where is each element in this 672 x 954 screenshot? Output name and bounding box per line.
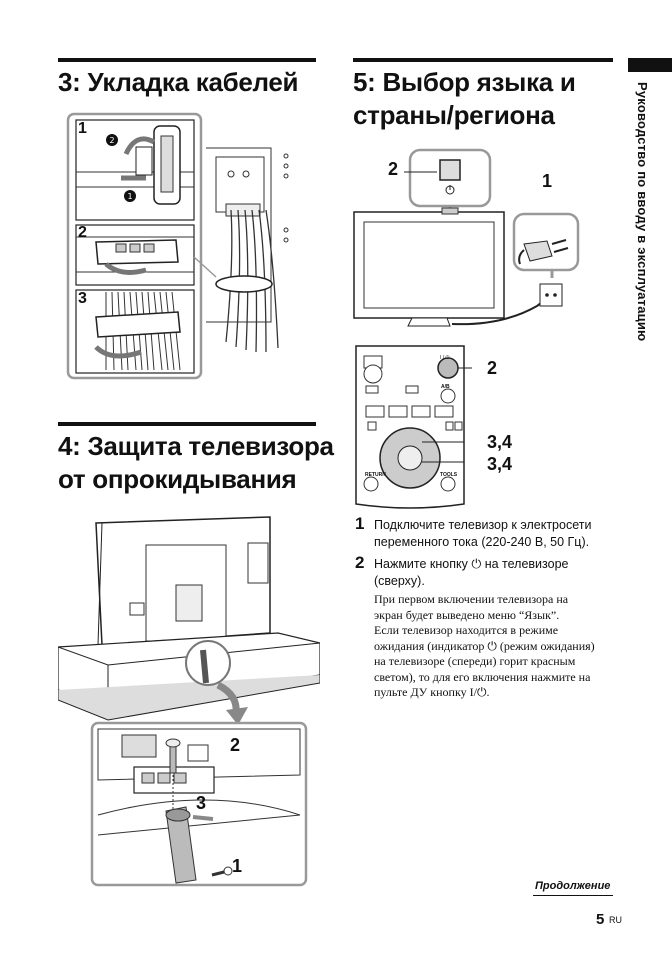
section4-rule bbox=[58, 422, 316, 426]
sidebar-marker bbox=[628, 58, 672, 72]
section4-title-line2: от опрокидывания bbox=[58, 464, 297, 494]
step-2-note-line4: ожидания (индикатор ⏻ (режим ожидания) bbox=[374, 638, 595, 653]
tv-power-figure bbox=[352, 146, 582, 331]
step-1-number: 1 bbox=[355, 514, 365, 533]
callout-2: 2 bbox=[78, 224, 87, 241]
section5-title-line1: 5: Выбор языка и bbox=[353, 67, 576, 97]
section3-rule bbox=[58, 58, 316, 62]
step-2-note-line1: При первом включении телевизора на bbox=[374, 592, 569, 606]
step-2-line1: Нажмите кнопку ⏻ на телевизоре bbox=[374, 557, 569, 571]
section4-title-line1: 4: Защита телевизора bbox=[58, 431, 334, 461]
continue-label: Продолжение bbox=[535, 880, 611, 892]
remote-power-label: I / ⏻ bbox=[440, 355, 450, 361]
callout-remote-power: 2 bbox=[487, 358, 498, 378]
section5-rule bbox=[353, 58, 613, 62]
sidebar-title: Руководство по вводу в эксплуатацию bbox=[635, 82, 650, 342]
callout-strap: 3 bbox=[196, 793, 207, 813]
page-number: 5 bbox=[596, 911, 605, 928]
section5-title-line2: страны/региона bbox=[353, 100, 555, 130]
callout-remote-nav-1: 3,4 bbox=[487, 432, 513, 452]
step-2-number: 2 bbox=[355, 553, 365, 572]
remote-ab-label: A/B bbox=[441, 384, 450, 390]
section3-title: 3: Укладка кабелей bbox=[58, 67, 299, 97]
callout-wood-screw: 1 bbox=[232, 856, 243, 876]
step-1-line1: Подключите телевизор к электросети bbox=[374, 518, 592, 532]
remote-tools-label: TOOLS bbox=[440, 472, 458, 478]
cable-routing-figure: 2 1 bbox=[66, 112, 316, 382]
tip-prevention-figure bbox=[57, 515, 321, 890]
remote-return-label: RETURN bbox=[365, 472, 386, 478]
step-2-note-line6: светом), то для его включения нажмите на bbox=[374, 669, 591, 684]
step-2-note-line3: Если телевизор находится в режиме bbox=[374, 623, 559, 637]
step-1-line2: переменного тока (220-240 В, 50 Гц). bbox=[374, 535, 590, 549]
callout-tv-power: 2 bbox=[388, 159, 399, 179]
svg-text:2: 2 bbox=[109, 136, 114, 145]
step-2-note-line7: пульте ДУ кнопку I/⏻. bbox=[374, 685, 490, 699]
callout-remote-nav-2: 3,4 bbox=[487, 454, 513, 474]
callout-screw: 2 bbox=[230, 735, 241, 755]
page-language: RU bbox=[609, 915, 622, 925]
remote-control-figure bbox=[352, 344, 472, 514]
svg-text:1: 1 bbox=[127, 192, 132, 201]
step-2-line2: (сверху). bbox=[374, 574, 425, 588]
callout-1: 1 bbox=[78, 120, 87, 137]
continue-rule bbox=[533, 895, 613, 896]
callout-3: 3 bbox=[78, 290, 87, 307]
callout-plug: 1 bbox=[542, 171, 553, 191]
step-2-note-line5: на телевизоре (спереди) горит красным bbox=[374, 654, 576, 668]
step-2-note-line2: экран будет выведено меню “Язык”. bbox=[374, 607, 560, 622]
